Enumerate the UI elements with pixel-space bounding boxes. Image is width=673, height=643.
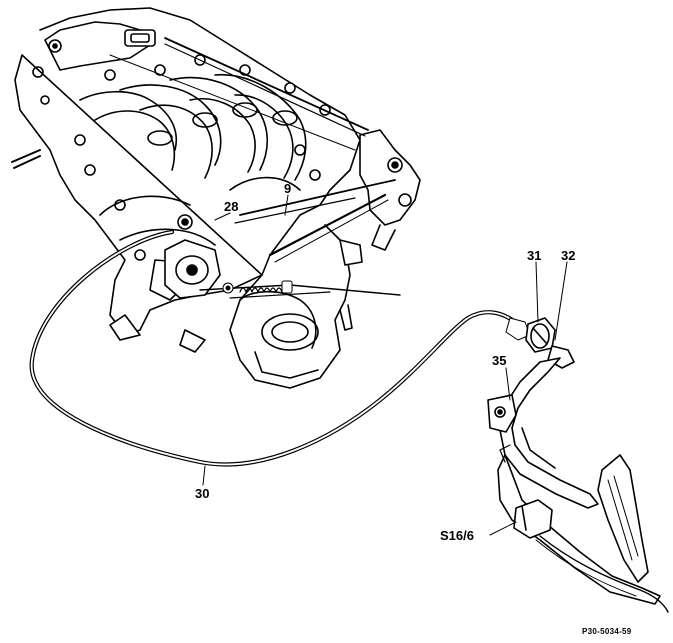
callout-s16-6: S16/6: [440, 528, 474, 543]
callout-30: 30: [195, 486, 209, 501]
pedal-assembly: [487, 317, 669, 613]
return-spring: [239, 287, 283, 293]
callout-28: 28: [224, 199, 238, 214]
callout-9: 9: [284, 181, 291, 196]
callout-31: 31: [527, 248, 541, 263]
accelerator-cable: [29, 229, 531, 467]
callout-32: 32: [561, 248, 575, 263]
drawing-code: P30-5034-59: [582, 627, 632, 636]
callout-35: 35: [492, 353, 506, 368]
engine-assembly: [11, 7, 421, 389]
leader-lines: [202, 194, 568, 536]
throttle-linkage: [109, 37, 401, 299]
